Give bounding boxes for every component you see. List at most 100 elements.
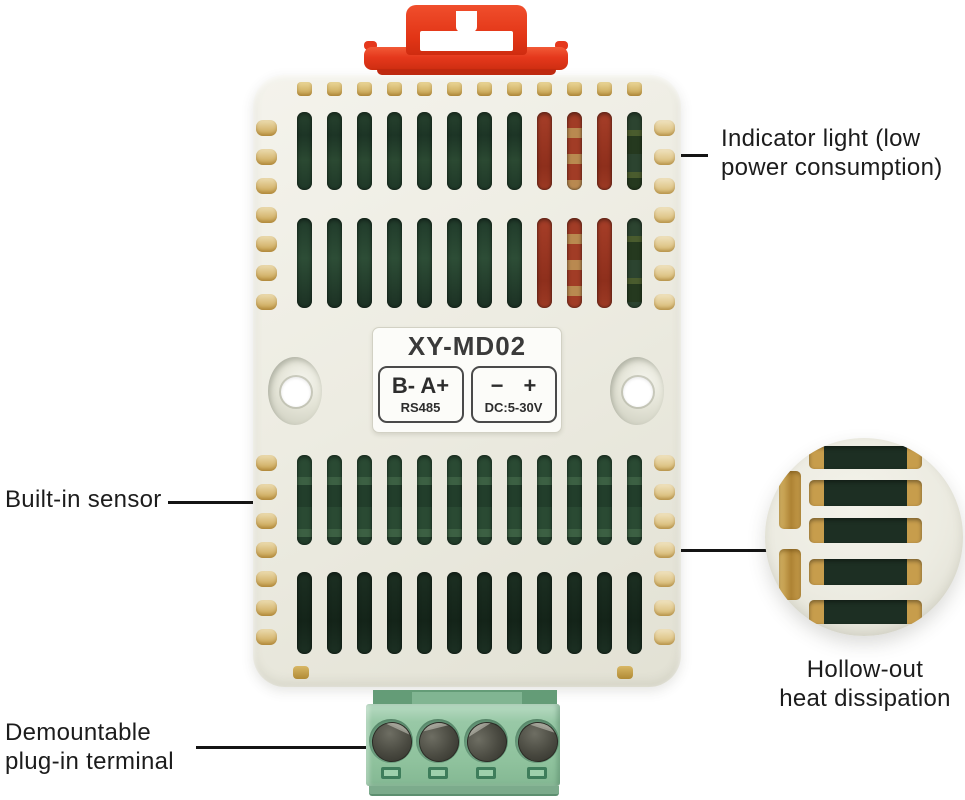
vent-slot <box>627 112 642 190</box>
edge-vent-right <box>654 455 675 471</box>
vent-slot <box>297 218 312 308</box>
top-vent <box>537 82 552 96</box>
vent-slot <box>477 455 492 545</box>
vent-slot <box>507 112 522 190</box>
vent-slot <box>357 455 372 545</box>
top-vent <box>387 82 402 96</box>
vent-slot <box>327 572 342 654</box>
vent-slot <box>387 218 402 308</box>
top-vent <box>627 82 642 96</box>
rs485-label: RS485 <box>400 399 441 415</box>
vent-slot <box>477 572 492 654</box>
top-vent <box>477 82 492 96</box>
clip-step <box>377 69 556 75</box>
vent-slot <box>357 112 372 190</box>
edge-vent-left <box>256 600 277 616</box>
top-vent <box>297 82 312 96</box>
vent-slot <box>447 218 462 308</box>
vent-slot <box>597 572 612 654</box>
vent-slot <box>417 218 432 308</box>
leader-line-hollow <box>663 549 767 552</box>
leader-line-terminal <box>196 746 394 749</box>
terminal-wire-hole <box>381 767 401 779</box>
edge-vent-right <box>654 265 675 281</box>
vent-slot <box>327 455 342 545</box>
magnified-vent-bar <box>779 549 801 600</box>
vent-slot <box>477 218 492 308</box>
vent-slot <box>567 218 582 308</box>
edge-vent-right <box>654 207 675 223</box>
annotation-built-in-sensor: Built-in sensor <box>5 486 162 513</box>
edge-vent-left <box>256 207 277 223</box>
vent-slot <box>297 112 312 190</box>
magnified-vent-slot <box>809 446 922 469</box>
vent-slot <box>537 218 552 308</box>
edge-vent-right <box>654 294 675 310</box>
magnifier-circle <box>765 438 963 636</box>
vent-slot <box>327 218 342 308</box>
edge-vent-right <box>654 120 675 136</box>
edge-vent-left <box>256 178 277 194</box>
top-vent <box>567 82 582 96</box>
edge-vent-left <box>256 265 277 281</box>
model-name: XY-MD02 <box>407 331 527 361</box>
vent-slot <box>417 455 432 545</box>
corner-vent-right <box>617 666 633 679</box>
annotation-indicator-light: Indicator light (low power consumption) <box>721 125 943 181</box>
top-vent <box>447 82 462 96</box>
corner-vent-left <box>293 666 309 679</box>
rs485-port-box: B- A+ RS485 <box>377 366 464 423</box>
clip-nub-right <box>555 41 568 50</box>
rs485-terminal-marks: B- A+ <box>391 373 450 399</box>
edge-vent-left <box>256 294 277 310</box>
vent-slot <box>507 218 522 308</box>
clip-nub-left <box>364 41 377 50</box>
vent-slot <box>327 112 342 190</box>
edge-vent-right <box>654 571 675 587</box>
vent-slot <box>447 112 462 190</box>
edge-vent-right <box>654 629 675 645</box>
terminal-back-strip-inner <box>412 692 522 704</box>
magnified-vent-slot <box>809 518 922 543</box>
vent-slot <box>507 455 522 545</box>
vent-slot <box>387 112 402 190</box>
terminal-wire-hole <box>428 767 448 779</box>
vent-slot <box>507 572 522 654</box>
clip-window <box>420 31 513 51</box>
vent-slot <box>537 112 552 190</box>
edge-vent-right <box>654 600 675 616</box>
vent-slot <box>417 112 432 190</box>
top-vent <box>507 82 522 96</box>
vent-slot <box>297 455 312 545</box>
edge-vent-left <box>256 629 277 645</box>
edge-vent-right <box>654 484 675 500</box>
vent-slot <box>597 455 612 545</box>
mounting-hole-right <box>623 377 653 407</box>
edge-vent-left <box>256 571 277 587</box>
magnified-vent-bar <box>779 471 801 529</box>
edge-vent-right <box>654 542 675 558</box>
power-range-label: DC:5-30V <box>484 399 543 415</box>
vent-slot <box>297 572 312 654</box>
top-vent <box>327 82 342 96</box>
vent-slot <box>387 455 402 545</box>
annotation-demountable-terminal: Demountable plug-in terminal <box>5 719 174 775</box>
vent-slot <box>447 572 462 654</box>
vent-slot <box>627 572 642 654</box>
terminal-wire-hole <box>476 767 496 779</box>
top-vent <box>597 82 612 96</box>
edge-vent-left <box>256 120 277 136</box>
vent-slot <box>627 218 642 308</box>
vent-slot <box>597 218 612 308</box>
top-vent <box>417 82 432 96</box>
vent-slot <box>447 455 462 545</box>
vent-slot <box>387 572 402 654</box>
power-port-box: − + DC:5-30V <box>470 366 557 423</box>
vent-slot <box>357 572 372 654</box>
edge-vent-right <box>654 236 675 252</box>
vent-slot <box>567 572 582 654</box>
vent-slot <box>417 572 432 654</box>
vent-slot <box>537 455 552 545</box>
vent-slot <box>567 112 582 190</box>
